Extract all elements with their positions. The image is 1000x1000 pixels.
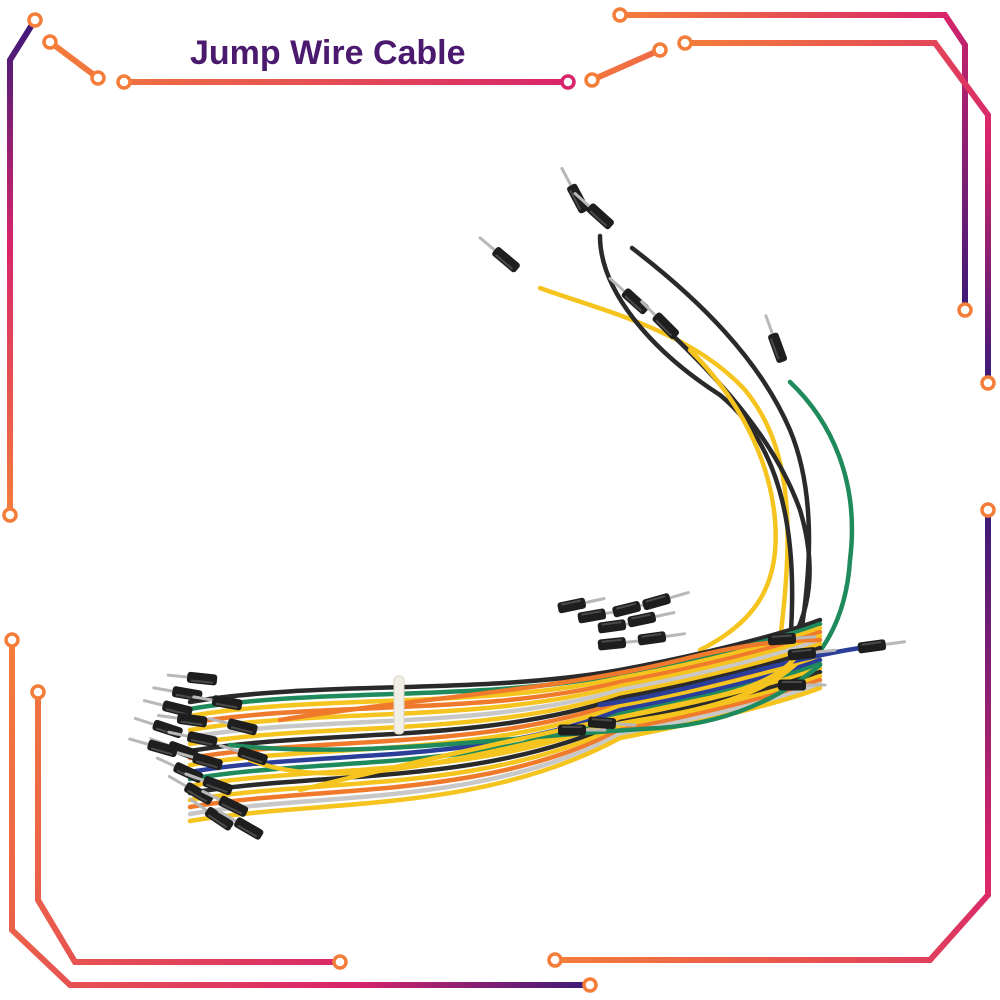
jumper-wire: [187, 617, 823, 705]
product-title: Jump Wire Cable: [190, 34, 466, 72]
connector-pin: [764, 314, 788, 363]
connector-pin: [192, 695, 243, 711]
frame-trace-top-right-inner: [685, 40, 991, 383]
jumper-wire: [187, 645, 823, 754]
cable-tie: [393, 675, 405, 735]
jumper-wire: [687, 347, 778, 653]
frame-node: [547, 952, 563, 968]
connector-pin: [557, 597, 606, 614]
connector-pin: [207, 717, 258, 736]
frame-node: [42, 34, 58, 50]
connector-pin: [217, 810, 264, 840]
connector-pin: [587, 716, 637, 730]
connector-pin: [642, 591, 690, 611]
connector-pin: [640, 300, 680, 340]
frame-node: [612, 7, 628, 23]
frame-trace-bottom-left-outer: [9, 640, 590, 988]
connector-pin: [778, 679, 827, 691]
jumper-wire: [227, 662, 823, 752]
connector-pin: [128, 737, 178, 758]
connector-pin: [558, 724, 607, 736]
connector-pin: [857, 639, 907, 654]
connector-pin: [189, 798, 234, 831]
connector-pin: [156, 713, 208, 728]
frame-node: [582, 977, 598, 993]
frame-node: [30, 684, 46, 700]
frame-node: [980, 502, 996, 518]
connector-pin: [560, 167, 589, 214]
frame-trace-left: [7, 18, 38, 515]
frame-trace-bottom-left-inner: [35, 692, 340, 965]
connector-pin: [167, 775, 214, 805]
jumper-wire: [662, 325, 812, 663]
connector-pin: [166, 671, 218, 686]
connector-pin: [173, 750, 223, 771]
frame-node: [2, 507, 18, 523]
connector-pin: [787, 647, 837, 661]
jumper-wire: [597, 233, 795, 648]
frame-trace-top-left-short: [48, 39, 100, 81]
jumper-wire: [297, 647, 803, 793]
frame-node: [980, 375, 996, 391]
connector-pin: [201, 789, 249, 817]
jumper-wire: [187, 641, 823, 747]
connector-pin: [184, 772, 233, 796]
jumper-wire: [537, 285, 790, 643]
connector-pin: [152, 686, 203, 702]
connector-pin: [478, 236, 520, 273]
connector-pin: [608, 277, 649, 315]
connector-layer: [128, 167, 907, 840]
jumper-wire: [187, 653, 823, 768]
jumper-wire: [187, 677, 823, 810]
connector-pin: [767, 632, 817, 646]
jumper-wire: [597, 645, 863, 708]
wire-layer: [187, 233, 863, 824]
frame-node: [90, 70, 106, 86]
frame-trace-top-right-outer: [620, 12, 968, 310]
jumper-wire: [277, 637, 823, 723]
frame-node: [4, 632, 20, 648]
frame-node: [652, 42, 668, 58]
connector-pin: [573, 192, 614, 230]
connector-pin: [167, 730, 218, 748]
frame-trace-top-mid: [590, 47, 662, 83]
connector-pin: [637, 631, 687, 646]
jumper-wire: [187, 625, 823, 719]
frame-node: [27, 12, 43, 28]
frame-node: [677, 35, 693, 51]
jumper-wire: [187, 629, 823, 726]
connector-pin: [597, 619, 647, 634]
frame-node: [560, 74, 576, 90]
frame-node: [957, 302, 973, 318]
jumper-wire: [187, 685, 823, 824]
frame-node: [584, 72, 600, 88]
connector-pin: [627, 611, 676, 628]
frame-node: [116, 74, 132, 90]
jumper-wire: [629, 245, 812, 643]
jumper-wire: [187, 637, 823, 740]
connector-pin: [597, 637, 647, 651]
connector-pin: [218, 743, 268, 766]
frame-trace-bottom-right: [555, 510, 991, 963]
frame-node: [332, 954, 348, 970]
